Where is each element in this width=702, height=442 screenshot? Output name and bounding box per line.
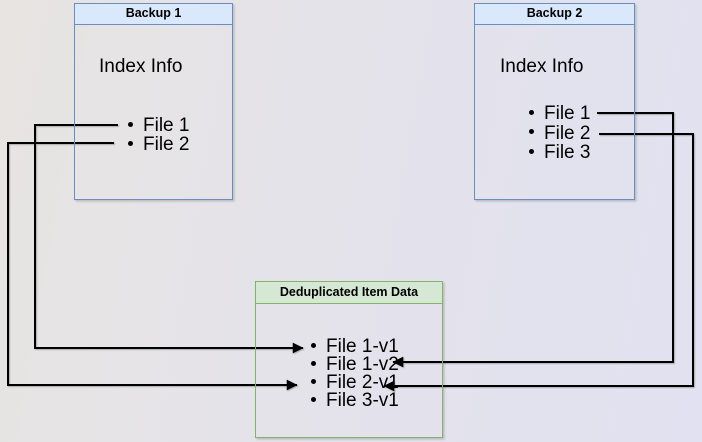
backup2-index-info-label: Index Info: [500, 56, 584, 77]
backup2-title: Backup 2: [475, 4, 634, 25]
list-item: File 2-v1: [311, 373, 399, 392]
list-item: File 1-v1: [311, 337, 399, 356]
backup2-box: Backup 2 Index Info File 1 File 2 File 3: [474, 3, 635, 200]
list-item: File 3-v1: [311, 391, 399, 410]
backup1-index-info-label: Index Info: [99, 56, 183, 77]
deduplicated-item-data-title: Deduplicated Item Data: [256, 282, 442, 304]
deduplicated-file-list: File 1-v1 File 1-v2 File 2-v1 File 3-v1: [311, 337, 399, 410]
backup1-title: Backup 1: [75, 4, 232, 25]
list-item: File 2: [128, 135, 189, 154]
list-item: File 2: [529, 123, 590, 144]
backup1-box: Backup 1 Index Info File 1 File 2: [74, 3, 233, 200]
backup1-file-list: File 1 File 2: [128, 116, 189, 154]
deduplicated-item-data-box: Deduplicated Item Data File 1-v1 File 1-…: [255, 281, 443, 438]
list-item: File 1: [128, 116, 189, 135]
list-item: File 1-v2: [311, 355, 399, 374]
list-item: File 1: [529, 104, 590, 124]
backup2-file-list: File 1 File 2 File 3: [529, 104, 590, 163]
list-item: File 3: [529, 143, 590, 163]
